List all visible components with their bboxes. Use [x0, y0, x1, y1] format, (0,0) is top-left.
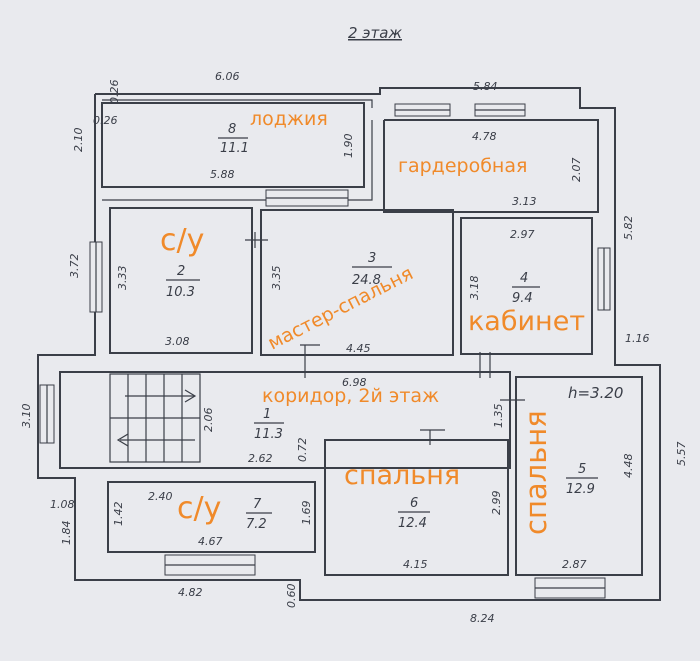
- room-loggia: [101, 102, 365, 188]
- doors: [245, 232, 525, 469]
- wall-upper: [102, 120, 373, 201]
- label-master: мастер-спальня: [264, 262, 416, 354]
- ceiling-height: h=3.20: [568, 384, 623, 402]
- dim-bath2-bottom: 4.67: [198, 535, 223, 548]
- dim-bottom-060: 0.60: [285, 584, 298, 609]
- dim-bath2-left: 1.42: [112, 502, 125, 527]
- dim-corr-top: 6.98: [342, 376, 367, 389]
- dim-right-582: 5.82: [622, 216, 635, 241]
- dim-left-372: 3.72: [68, 254, 81, 279]
- room-number-bath2: 7: [253, 497, 262, 512]
- plan-title: 2 этаж: [348, 24, 402, 42]
- room-area-corridor: 11.3: [254, 427, 283, 442]
- dim-study-top: 2.97: [510, 228, 535, 241]
- room-number-master: 3: [368, 251, 376, 266]
- room-number-study: 4: [520, 271, 528, 286]
- dim-master-bottom: 4.45: [346, 342, 371, 355]
- dim-bed5-right: 4.48: [622, 454, 635, 479]
- label-bed5: спальня: [519, 410, 553, 535]
- dim-bottom-482: 4.82: [178, 586, 203, 599]
- room-number-loggia: 8: [228, 122, 236, 137]
- room-master: [260, 209, 454, 356]
- dim-ward-bottom: 3.13: [512, 195, 537, 208]
- room-study: [460, 217, 593, 355]
- dim-corr-mid: 2.06: [202, 408, 215, 433]
- dim-072: 0.72: [296, 438, 309, 463]
- dim-top-left: 6.06: [215, 70, 240, 83]
- room-numbers: 8 11.1 2 10.3 3 24.8 4 9.4 1 11.3 7 7.2 …: [166, 122, 623, 532]
- room-bed5: [515, 376, 643, 576]
- dim-left-310: 3.10: [20, 404, 33, 429]
- room-area-loggia: 11.1: [220, 141, 249, 156]
- dim-ward-top: 4.78: [472, 130, 497, 143]
- label-loggia: лоджия: [250, 108, 328, 130]
- outer-wall: [37, 87, 661, 601]
- dim-study-left: 3.18: [468, 276, 481, 301]
- dim-ward-right: 2.07: [570, 158, 583, 183]
- room-bath2: [107, 481, 316, 553]
- label-wardrobe: гардеробная: [398, 155, 527, 177]
- dim-bath2-right: 1.69: [300, 501, 313, 526]
- room-area-bath2: 7.2: [246, 517, 267, 532]
- dim-master-left: 3.35: [270, 266, 283, 291]
- room-number-bed5: 5: [578, 462, 586, 477]
- room-wardrobe: [383, 119, 599, 213]
- dim-026a: 0.26: [108, 80, 121, 105]
- room-area-bed5: 12.9: [566, 482, 595, 497]
- dim-bed6-bottom: 4.15: [403, 558, 428, 571]
- dim-right-557: 5.57: [675, 442, 688, 467]
- room-number-bath1: 2: [177, 264, 185, 279]
- label-bath1: с/у: [160, 223, 204, 258]
- label-bed6: спальня: [344, 460, 460, 491]
- dim-bottom-824: 8.24: [470, 612, 495, 625]
- dim-bed5-bottom: 2.87: [562, 558, 587, 571]
- dim-262: 2.62: [248, 452, 273, 465]
- dim-loggia-right: 1.90: [342, 134, 355, 159]
- label-bath2: с/у: [177, 491, 221, 526]
- label-study: кабинет: [468, 306, 585, 337]
- room-area-master: 24.8: [352, 273, 381, 288]
- room-area-bed6: 12.4: [398, 516, 427, 531]
- dim-left-184: 1.84: [60, 521, 73, 546]
- dim-bath1-left: 3.33: [116, 266, 129, 291]
- windows: [39, 103, 611, 599]
- label-corridor: коридор, 2й этаж: [262, 385, 439, 407]
- room-number-bed6: 6: [410, 496, 418, 511]
- dim-bath2-top: 2.40: [148, 490, 173, 503]
- dimensions: 6.06 5.84 0.26 0.26 2.10 1.90 5.88 4.78 …: [20, 70, 688, 625]
- room-bed6: [324, 439, 509, 576]
- dim-corr-right: 1.35: [492, 404, 505, 429]
- dim-left-108: 1.08: [50, 498, 75, 511]
- dim-bath1-bottom: 3.08: [165, 335, 190, 348]
- dim-right-116: 1.16: [625, 332, 650, 345]
- room-bath1: [109, 207, 253, 354]
- room-number-corridor: 1: [263, 407, 271, 422]
- stairs: [109, 373, 201, 463]
- dim-bed6-right: 2.99: [490, 491, 503, 516]
- room-area-study: 9.4: [512, 291, 533, 306]
- dim-top-right: 5.84: [473, 80, 498, 93]
- inner-wall: [102, 99, 373, 108]
- dim-210: 2.10: [72, 128, 85, 153]
- room-area-bath1: 10.3: [166, 285, 195, 300]
- dim-026b: 0.26: [93, 114, 118, 127]
- dim-loggia-bottom: 5.88: [210, 168, 235, 181]
